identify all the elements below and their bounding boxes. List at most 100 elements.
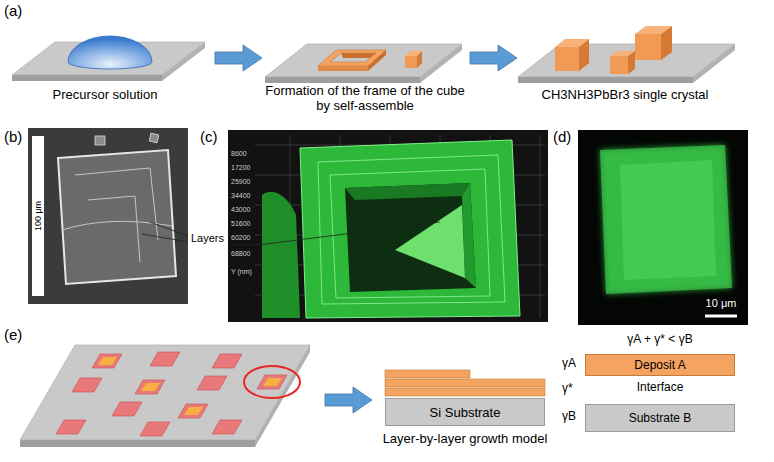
single-crystal [635,26,672,60]
substrate-box: Si Substrate [385,398,545,426]
small-crystal [95,136,105,145]
growth-layer [385,370,470,378]
substrate-front [20,440,255,447]
cube-side [579,39,589,71]
substrate-side [162,42,205,81]
cube-side [417,51,422,68]
island [150,352,180,366]
step-caption: Formation of the frame of the cube by se… [265,84,465,114]
axis-tick: 8600 [231,150,247,158]
cube-side [661,26,672,60]
island [178,404,208,418]
callout-label: Layers [191,232,224,245]
island [140,422,170,436]
axis-title: Y (nm) [231,268,252,276]
small-crystal [149,133,158,142]
cube-front [610,56,628,74]
scale-label: 100 μm [33,201,43,231]
island-layer [98,357,117,365]
scale-bar [705,315,737,318]
fluorescence-image [578,130,748,325]
frame-side [368,50,386,71]
island [212,420,242,434]
island [135,380,165,394]
scale-bar [32,136,44,296]
process-arrow [325,387,372,413]
island [72,378,102,392]
symbol-label: γA [562,357,576,371]
cube-front [405,56,417,68]
sem-image [28,128,188,304]
crystal-fluorescence [600,145,732,294]
axis-tick: 60200 [231,234,250,242]
island [92,354,122,368]
substrate-front [518,77,693,83]
panel-label: (e) [4,326,22,343]
axis-tick: 17200 [231,164,250,172]
axis-tick: 51600 [231,220,250,228]
crystal-glow [600,145,732,294]
island [197,376,227,390]
panel-label: (b) [4,128,22,145]
layer-contour [330,169,490,298]
panel-label: (a) [4,2,22,19]
green-frame [300,140,520,318]
island-layers [98,357,282,415]
axis-tick: 34400 [231,192,250,200]
substrate-side [693,44,735,83]
growth-layer [385,379,545,387]
layer-label: Interface [637,381,684,395]
substrate-front [265,77,420,83]
frame-hole [345,183,476,292]
step-caption: CH3NH3PbBr3 single crystal [542,88,709,103]
scale-label: 10 μm [706,297,737,310]
axis-tick: 68800 [231,250,250,258]
axis-tick: 25900 [231,178,250,186]
island-layer [184,407,203,415]
process-arrow [215,45,262,71]
symbol-label: γ* [562,382,573,396]
model-title: Layer-by-layer growth model [383,432,548,447]
node-text: Substrate B [629,411,692,425]
crystal-face [620,160,716,280]
process-arrow [470,45,517,71]
growth-layer [385,388,545,396]
deposit-box: Deposit A [585,354,735,376]
leader-line [142,222,440,245]
island-layer [141,383,160,391]
cube-side [628,51,635,74]
frame-face [395,205,465,278]
single-crystal [610,51,635,74]
frame-wall [345,183,470,200]
substrate [20,345,310,447]
grid-lines [255,135,545,318]
node-text: Si Substrate [430,405,501,420]
panel-label: (d) [553,128,571,145]
crystal-steps [62,168,172,262]
node-text: Deposit A [634,358,685,372]
frame-front [318,66,368,71]
substrate [265,44,462,83]
substrate [518,44,735,83]
substrate-side [420,44,462,83]
substrate-box: Substrate B [585,404,735,432]
island [112,402,142,416]
island [212,354,242,368]
equation: γA + γ* < γB [627,333,692,347]
island [257,375,287,389]
single-crystal [555,39,589,71]
substrate-front [12,75,162,81]
island [56,420,86,434]
confocal-3d-image [228,130,548,322]
island-layer [263,378,282,386]
green-film [262,192,300,318]
layer-contour [318,155,505,304]
step-caption: Precursor solution [53,88,158,103]
precursor-drop [68,36,152,69]
crystal-sem [58,150,176,284]
cube-front [635,34,661,60]
panel-label: (c) [200,128,218,145]
axis-tick: 43000 [231,206,250,214]
